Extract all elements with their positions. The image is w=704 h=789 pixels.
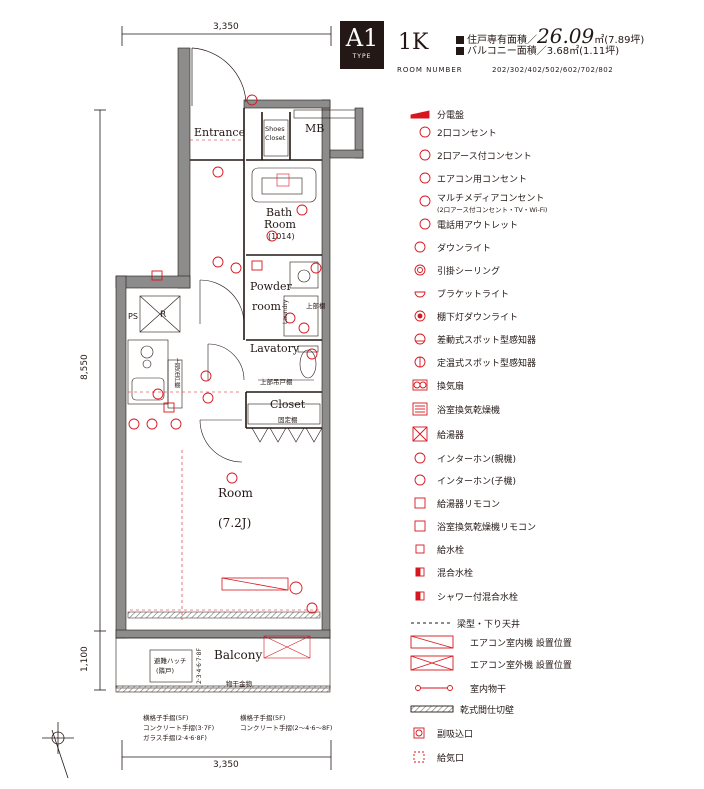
north-arrow (42, 722, 74, 779)
closet-label-small: Closet (265, 134, 286, 142)
dim-main-depth: 8,550 (80, 354, 90, 380)
note-left-3: ガラス手摺(2·4·6·8F) (143, 734, 207, 742)
room-size: (7.2J) (218, 516, 252, 530)
legend-distribution-board: 分電盤 (437, 111, 465, 121)
dim-top-width: 3,350 (213, 22, 239, 32)
legend-under-shelf-light: 棚下灯ダウンライト (437, 313, 519, 323)
legend-mixing-faucet: 混合水栓 (437, 569, 474, 579)
dimension-left (94, 109, 106, 691)
dim-bottom-width: 3,350 (213, 760, 239, 770)
legend-ac-indoor: エアコン室内機 設置位置 (470, 639, 572, 649)
legend-grounded-outlet: 2口アース付コンセント (437, 152, 532, 162)
fixed-shelf-label: 固定棚 (278, 416, 298, 424)
legend-double-outlet: 2口コンセント (437, 129, 497, 139)
legend-multimedia-outlet: マルチメディアコンセント(2口アース付コンセント・TV・Wi-Fi) (437, 194, 548, 214)
note-left-2: コンクリート手摺(3·7F) (143, 724, 215, 732)
bath-size: (1014) (268, 232, 295, 241)
legend-ac-outdoor: エアコン室外機 設置位置 (470, 661, 572, 671)
entrance-door (191, 47, 247, 106)
note-right-2: コンクリート手摺(2〜4·6〜8F) (240, 724, 333, 732)
dim-balcony-depth: 1,100 (80, 646, 90, 672)
legend-dryer-remote: 浴室換気乾燥機リモコン (437, 523, 537, 533)
entrance-label: Entrance (194, 126, 246, 139)
legend-water-faucet: 給水栓 (437, 546, 465, 556)
legend-icons (410, 110, 454, 763)
layout-label: 1K (398, 30, 429, 55)
legend-intake: 副吸込口 (437, 730, 474, 740)
note-left-1: 横格子手摺(5F) (143, 714, 189, 722)
shoes-label: Shoes (265, 125, 285, 133)
balcony-area: バルコニー面積／3.68㎡(1.11坪) (456, 42, 619, 57)
upper-cupboard-kitchen: 上部吊戸棚 (173, 358, 180, 388)
type-code: A1 (345, 24, 379, 52)
bath-room-label: Room (264, 218, 296, 231)
r-label: R (160, 310, 167, 320)
legend-beam-line: 梁型・下り天井 (457, 620, 521, 630)
room-number-label: ROOM NUMBER (397, 66, 463, 74)
legend-indoor-dryer: 室内物干 (470, 685, 507, 695)
floors-label: 2·3·4·6·7·8F (196, 648, 203, 684)
legend-air-supply: 給気口 (437, 754, 465, 764)
closet-label: Closet (270, 398, 306, 411)
hatch-label: 避難ハッチ (154, 657, 187, 665)
legend-water-heater: 給湯器 (437, 431, 465, 441)
laundry-label: Laundry (282, 299, 289, 324)
type-label: TYPE (352, 53, 372, 60)
bath-label: Bath (266, 206, 293, 219)
lavatory-label: Lavatory (250, 342, 300, 355)
hatch-sub-label: (隣戸) (156, 667, 175, 675)
upper-storage-label: 上部棚 (306, 302, 326, 310)
legend-downlight: ダウンライト (437, 244, 492, 254)
powder-room-label: room (252, 300, 281, 313)
type-badge: A1 TYPE (340, 21, 384, 69)
powder-label: Powder (250, 280, 292, 293)
private-area: 住戸専有面積／26.09㎡(7.89坪) (456, 24, 644, 48)
legend-ceiling-hook: 引掛シーリング (437, 267, 501, 277)
legend-fixed-sensor: 定温式スポット型感知器 (437, 359, 537, 369)
legend-rate-sensor: 差動式スポット型感知器 (437, 336, 537, 346)
note-right-1: 横格子手摺(5F) (240, 714, 286, 722)
balcony-label: Balcony (214, 648, 263, 662)
legend-intercom-main: インターホン(親機) (437, 455, 517, 465)
legend-bracket-light: ブラケットライト (437, 290, 510, 300)
legend-ventilation-fan: 換気扇 (437, 382, 465, 392)
legend-shower-faucet: シャワー付混合水栓 (437, 593, 519, 603)
legend-bath-dryer: 浴室換気乾燥機 (437, 406, 501, 416)
clothes-hanger-label: 物干金物 (226, 680, 252, 688)
interior-walls (190, 108, 322, 429)
legend-phone-outlet: 電話用アウトレット (437, 221, 519, 231)
legend-partition-wall: 乾式間仕切壁 (460, 706, 515, 716)
room-label: Room (218, 486, 253, 500)
dimension-bottom (121, 740, 332, 770)
legend-heater-remote: 給湯器リモコン (437, 500, 501, 510)
dimension-top (121, 26, 332, 46)
legend-ac-outlet: エアコン用コンセント (437, 175, 528, 185)
mb-label: MB (305, 122, 325, 135)
room-number-values: 202/302/402/502/602/702/802 (492, 66, 614, 74)
legend-intercom-sub: インターホン(子機) (437, 477, 517, 487)
upper-cupboard-lavatory: 上部吊戸棚 (260, 378, 293, 386)
ps-label: PS (128, 312, 138, 321)
